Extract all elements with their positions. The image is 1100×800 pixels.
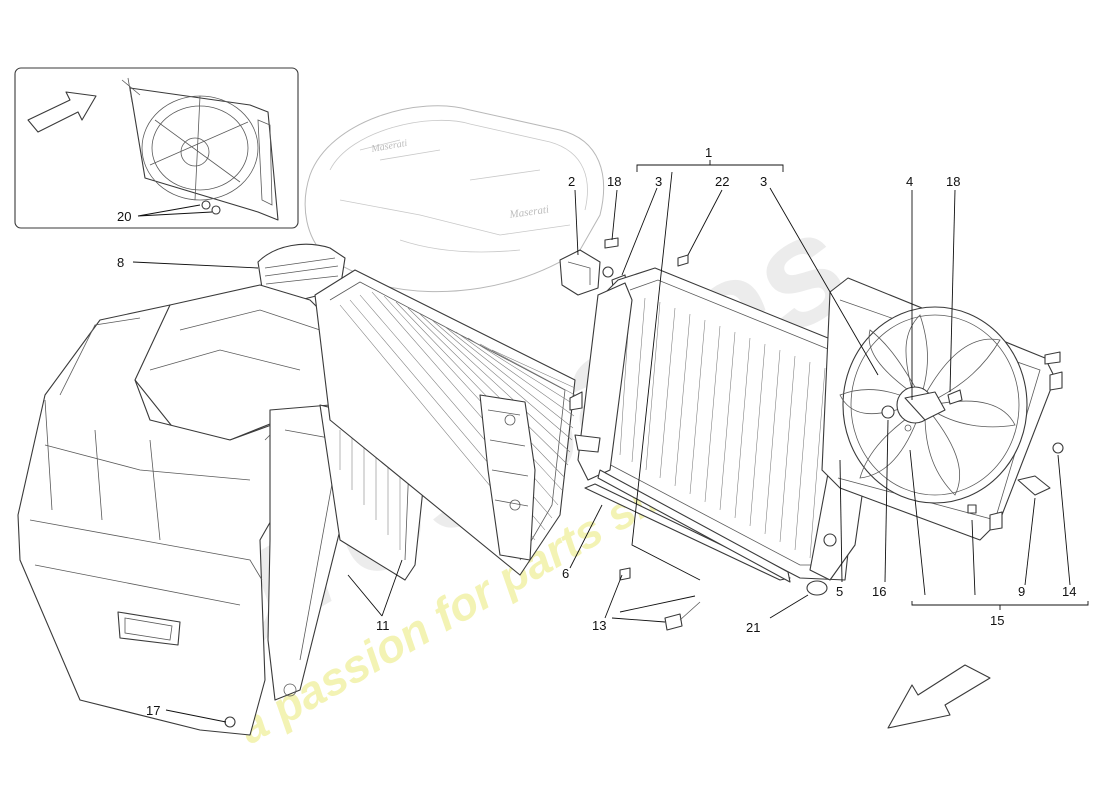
callout-6: 6 xyxy=(562,566,569,581)
direction-arrow-icon xyxy=(27,91,97,133)
engine-cover: Maserati Maserati xyxy=(304,105,605,293)
callout-5: 5 xyxy=(836,584,843,599)
callout-8: 8 xyxy=(117,255,124,270)
bracket xyxy=(559,237,689,296)
callout-18-left: 18 xyxy=(607,174,621,189)
callout-13: 13 xyxy=(592,618,606,633)
callout-11: 11 xyxy=(376,618,390,633)
engine-cover-logo-text: Maserati xyxy=(508,204,550,222)
callout-20: 20 xyxy=(117,209,131,224)
callout-4: 4 xyxy=(906,174,913,189)
front-shroud xyxy=(17,304,426,736)
fasteners xyxy=(224,351,1061,728)
callout-9: 9 xyxy=(1018,584,1025,599)
callout-labels: 1 2 3 3 4 5 6 8 9 11 13 14 15 16 17 18 1… xyxy=(117,145,1076,718)
callout-15: 15 xyxy=(990,613,1004,628)
callout-16: 16 xyxy=(872,584,886,599)
fan-assembly xyxy=(821,277,1064,541)
callout-21: 21 xyxy=(746,620,760,635)
callout-1: 1 xyxy=(705,145,712,160)
condenser xyxy=(314,269,583,576)
inset-detail-view xyxy=(14,67,299,229)
callout-3-right: 3 xyxy=(760,174,767,189)
callout-14: 14 xyxy=(1062,584,1076,599)
callout-3-left: 3 xyxy=(655,174,662,189)
callout-2: 2 xyxy=(568,174,575,189)
leader-lines xyxy=(132,160,1089,723)
callout-18-right: 18 xyxy=(946,174,960,189)
direction-arrow-icon xyxy=(887,664,991,729)
callout-17: 17 xyxy=(146,703,160,718)
callout-22: 22 xyxy=(715,174,729,189)
radiator xyxy=(574,267,873,583)
